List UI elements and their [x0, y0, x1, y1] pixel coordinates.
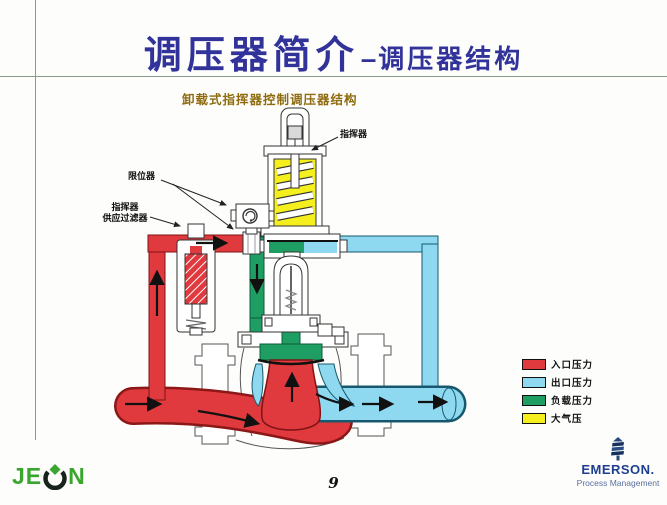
- legend-item-loading: 负载压力: [522, 393, 593, 407]
- legend-item-inlet: 入口压力: [522, 357, 593, 371]
- label-limiter: 限位器: [128, 171, 156, 181]
- jeon-o-ring-icon: [43, 464, 67, 490]
- emerson-mark-icon: [611, 437, 624, 461]
- pilot-supply-filter: [176, 223, 216, 336]
- label-leader-lines: [149, 136, 339, 230]
- title-subtitle: 调压器结构: [378, 44, 524, 74]
- legend-label: 大气压: [551, 414, 583, 425]
- legend-label: 负载压力: [551, 396, 594, 407]
- outlet-color-swatch: [522, 376, 546, 388]
- diagram-caption: 卸载式指挥器控制调压器结构: [182, 93, 358, 107]
- jeon-logo-je: JE: [12, 462, 43, 489]
- emerson-tagline: Process Management: [576, 478, 660, 488]
- title-divider-line: [0, 76, 667, 77]
- atmosphere-color-swatch: [522, 412, 546, 424]
- page-title: 调压器简介–调压器结构: [0, 24, 667, 79]
- jeon-logo-n: N: [68, 462, 86, 489]
- legend-item-atmosphere: 大气压: [522, 411, 593, 425]
- emerson-logo: EMERSON. Process Management: [570, 437, 666, 488]
- pilot-assembly: [256, 107, 348, 259]
- label-filter-line2: 供应过滤器: [102, 213, 148, 223]
- title-separator: –: [360, 43, 377, 74]
- restrictor-device: [230, 203, 275, 255]
- pressure-legend: 入口压力 出口压力 负载压力 大气压: [522, 357, 593, 429]
- flow-arrows: [125, 235, 449, 428]
- label-pilot-supply-filter: 指挥器 供应过滤器: [96, 202, 154, 224]
- page-number: 9: [328, 474, 339, 492]
- inlet-color-swatch: [522, 358, 546, 370]
- left-rule-line: [35, 0, 36, 440]
- legend-item-outlet: 出口压力: [522, 375, 593, 389]
- title-main: 调压器简介: [143, 35, 359, 77]
- legend-label: 出口压力: [551, 378, 594, 389]
- label-pilot: 指挥器: [340, 129, 368, 139]
- jeon-logo: JE N: [12, 462, 86, 490]
- label-filter-line1: 指挥器: [111, 202, 139, 212]
- loading-color-swatch: [522, 394, 546, 406]
- emerson-wordmark: EMERSON.: [581, 462, 655, 477]
- legend-label: 入口压力: [551, 360, 594, 371]
